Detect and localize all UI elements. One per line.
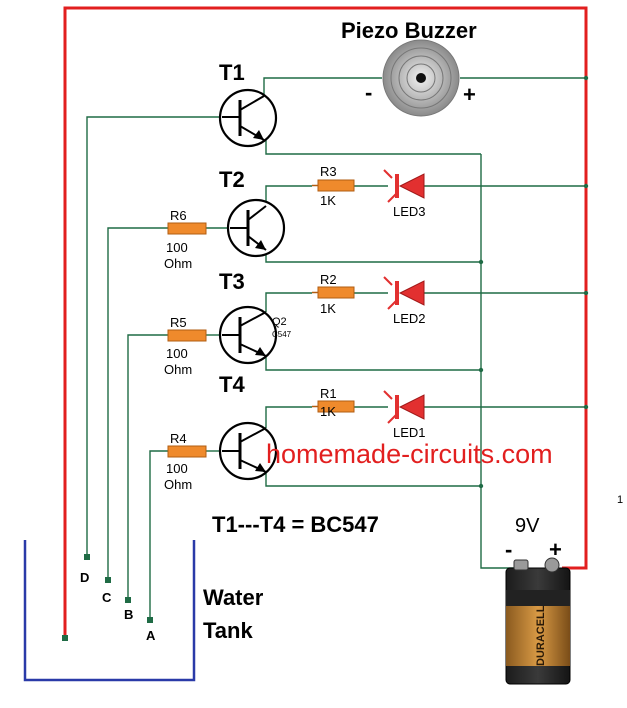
transistor-label-t1: T1: [219, 60, 245, 85]
resistor-r5-value: 100: [166, 346, 188, 361]
transistor-t3-tag: Q2: [272, 316, 287, 328]
buzzer-plus: +: [463, 82, 476, 107]
transistor-label-t2: T2: [219, 167, 245, 192]
resistor-r1-value: 1K: [320, 404, 336, 419]
transistor-t3: [218, 305, 278, 365]
probe-wire-d: [86, 116, 222, 557]
t2-emitter-wire: [265, 250, 481, 263]
resistor-r2-name: R2: [320, 272, 337, 287]
probe-label-d: D: [80, 570, 89, 585]
t1-emitter-wire: [265, 140, 481, 155]
battery-9v: [505, 557, 571, 685]
transistor-t2: [226, 198, 286, 258]
t3-emitter-wire: [265, 356, 481, 371]
buzzer-title: Piezo Buzzer: [341, 18, 477, 43]
led1: [383, 390, 425, 424]
probe-wire-c: [107, 227, 168, 580]
transistor-t3-part: C547: [272, 330, 292, 339]
resistor-r5-name: R5: [170, 315, 187, 330]
battery-voltage: 9V: [515, 515, 540, 537]
stray-label: 1: [617, 494, 623, 506]
probe-wire-b: [127, 334, 168, 600]
battery-plus: +: [549, 537, 562, 562]
piezo-buzzer: [382, 39, 460, 117]
probe-wire-a: [149, 450, 168, 620]
led3-label: LED3: [393, 204, 426, 219]
probe-label-a: A: [146, 628, 156, 643]
ground-bus: [480, 154, 516, 569]
led2: [383, 276, 425, 310]
resistor-r4: [167, 445, 207, 458]
resistor-r5: [167, 329, 207, 342]
resistor-r3-name: R3: [320, 164, 337, 179]
led3: [383, 169, 425, 203]
transistor-t4: [218, 421, 278, 481]
resistor-r6-name: R6: [170, 208, 187, 223]
junctions: [478, 75, 589, 489]
transistor-t1: [218, 88, 278, 148]
led1-label: LED1: [393, 425, 426, 440]
resistor-r4-value: 100: [166, 461, 188, 476]
resistor-r6-value: 100: [166, 240, 188, 255]
battery-brand: DURACELL: [535, 605, 547, 666]
probe-label-c: C: [102, 590, 112, 605]
transistor-label-t3: T3: [219, 269, 245, 294]
led2-label: LED2: [393, 311, 426, 326]
resistor-r1: [312, 400, 355, 413]
transistor-label-t4: T4: [219, 372, 245, 397]
supply-wires: [63, 6, 588, 638]
t3-collector-wire: [265, 292, 312, 312]
watermark: homemade-circuits.com: [266, 439, 553, 469]
circuit-wires: [86, 77, 586, 620]
probe-tips: [62, 554, 153, 641]
transistor-note: T1---T4 = BC547: [212, 512, 379, 537]
t4-emitter-wire: [265, 472, 481, 487]
tank-label-line2: Tank: [203, 618, 253, 643]
tank-label-line1: Water: [203, 585, 264, 610]
t4-collector-wire: [265, 406, 312, 428]
resistor-r1-name: R1: [320, 386, 337, 401]
probe-label-b: B: [124, 607, 133, 622]
resistor-r6-unit: Ohm: [164, 256, 192, 271]
resistor-r4-name: R4: [170, 431, 187, 446]
t1-collector-wire: [263, 77, 382, 96]
resistor-r5-unit: Ohm: [164, 362, 192, 377]
resistor-r6: [167, 222, 207, 235]
resistor-r3: [312, 179, 355, 192]
t2-collector-wire: [265, 185, 312, 206]
battery-minus: -: [505, 537, 512, 562]
resistor-r4-unit: Ohm: [164, 477, 192, 492]
supply-wire-left: [63, 6, 588, 638]
buzzer-minus: -: [365, 80, 372, 105]
resistor-r2: [312, 286, 355, 299]
water-tank: [23, 540, 196, 682]
resistor-r3-value: 1K: [320, 193, 336, 208]
resistor-r2-value: 1K: [320, 301, 336, 316]
